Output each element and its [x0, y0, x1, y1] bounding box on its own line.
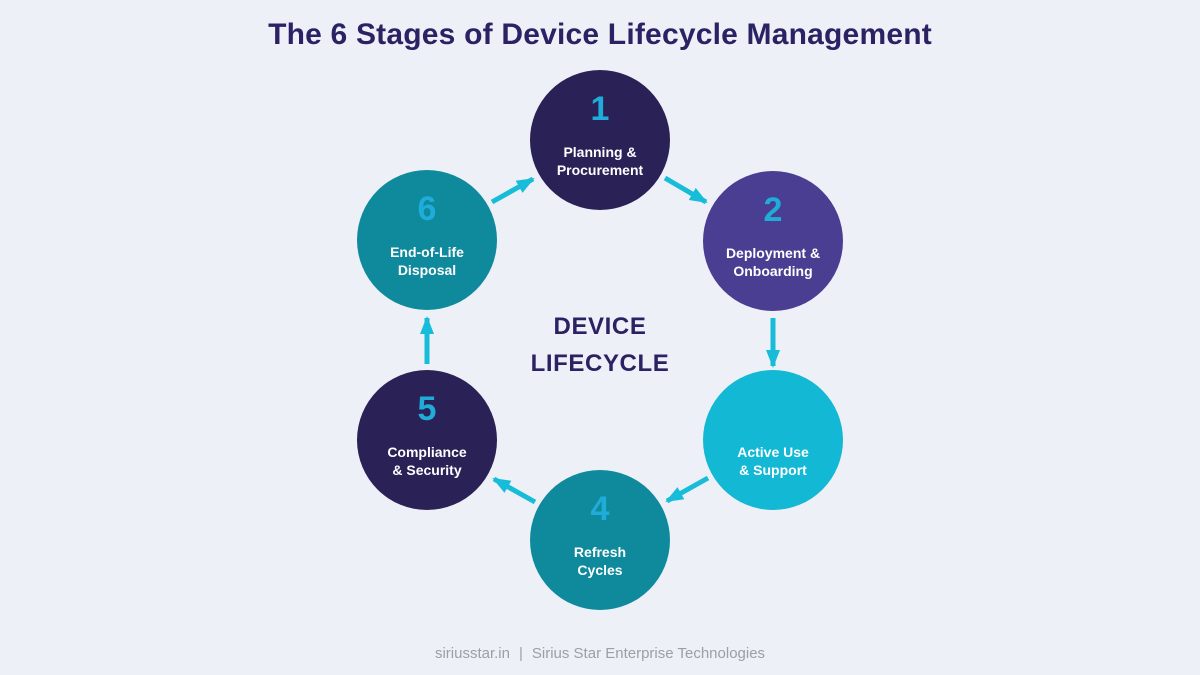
stage-label-line: Disposal: [397, 262, 457, 279]
arrow-stage3-to-stage4: [665, 475, 710, 504]
stage-label-line: End-of-Life: [390, 244, 464, 260]
footer-company: Sirius Star Enterprise Technologies: [531, 645, 766, 662]
center-label-line1: DEVICE: [553, 313, 647, 340]
stage-label: Active Use & Support: [703, 443, 843, 479]
stage-circle-6: 6 End-of-Life Disposal: [357, 170, 497, 310]
stage-label: End-of-Life Disposal: [357, 243, 497, 279]
page-title: The 6 Stages of Device Lifecycle Managem…: [268, 18, 932, 51]
stage-label-line: Planning &: [563, 144, 637, 160]
stage-number: 5: [417, 390, 437, 428]
stage-label-line: & Security: [392, 462, 462, 479]
stage-label-line: Deployment &: [725, 245, 821, 261]
arrow-stage6-to-stage1: [490, 176, 535, 205]
stage-label-line: Onboarding: [733, 263, 813, 280]
stage-number: 6: [417, 190, 437, 228]
stage-label-line: Refresh: [573, 544, 627, 560]
center-label-line2: LIFECYCLE: [530, 350, 670, 378]
center-label: DEVICE LIFECYCLE: [0, 308, 1200, 382]
stage-label: Deployment & Onboarding: [703, 244, 843, 280]
stage-circle-3: Active Use & Support: [703, 370, 843, 510]
stage-label-line: Active Use: [737, 444, 809, 460]
stage-label: Refresh Cycles: [530, 543, 670, 579]
footer-separator: |: [518, 645, 523, 662]
arrow-stage4-to-stage5: [492, 476, 537, 505]
stage-number: 1: [590, 90, 610, 128]
footer-site: siriusstar.in: [434, 645, 510, 662]
stage-circle-2: 2 Deployment & Onboarding: [703, 171, 843, 311]
stage-circle-1: 1 Planning & Procurement: [530, 70, 670, 210]
stage-number: 4: [590, 490, 610, 528]
stage-label: Planning & Procurement: [530, 143, 670, 179]
stage-label-line: Cycles: [577, 562, 623, 579]
stage-label: Compliance & Security: [357, 443, 497, 479]
footer: siriusstar.in | Sirius Star Enterprise Tec…: [0, 645, 1200, 662]
stage-label-line: Procurement: [556, 162, 644, 179]
stage-circle-5: 5 Compliance & Security: [357, 370, 497, 510]
arrow-stage1-to-stage2: [663, 175, 708, 205]
stage-label-line: & Support: [739, 462, 807, 479]
stage-circle-4: 4 Refresh Cycles: [530, 470, 670, 610]
stage-label-line: Compliance: [387, 444, 467, 460]
stage-number: 2: [763, 191, 783, 229]
